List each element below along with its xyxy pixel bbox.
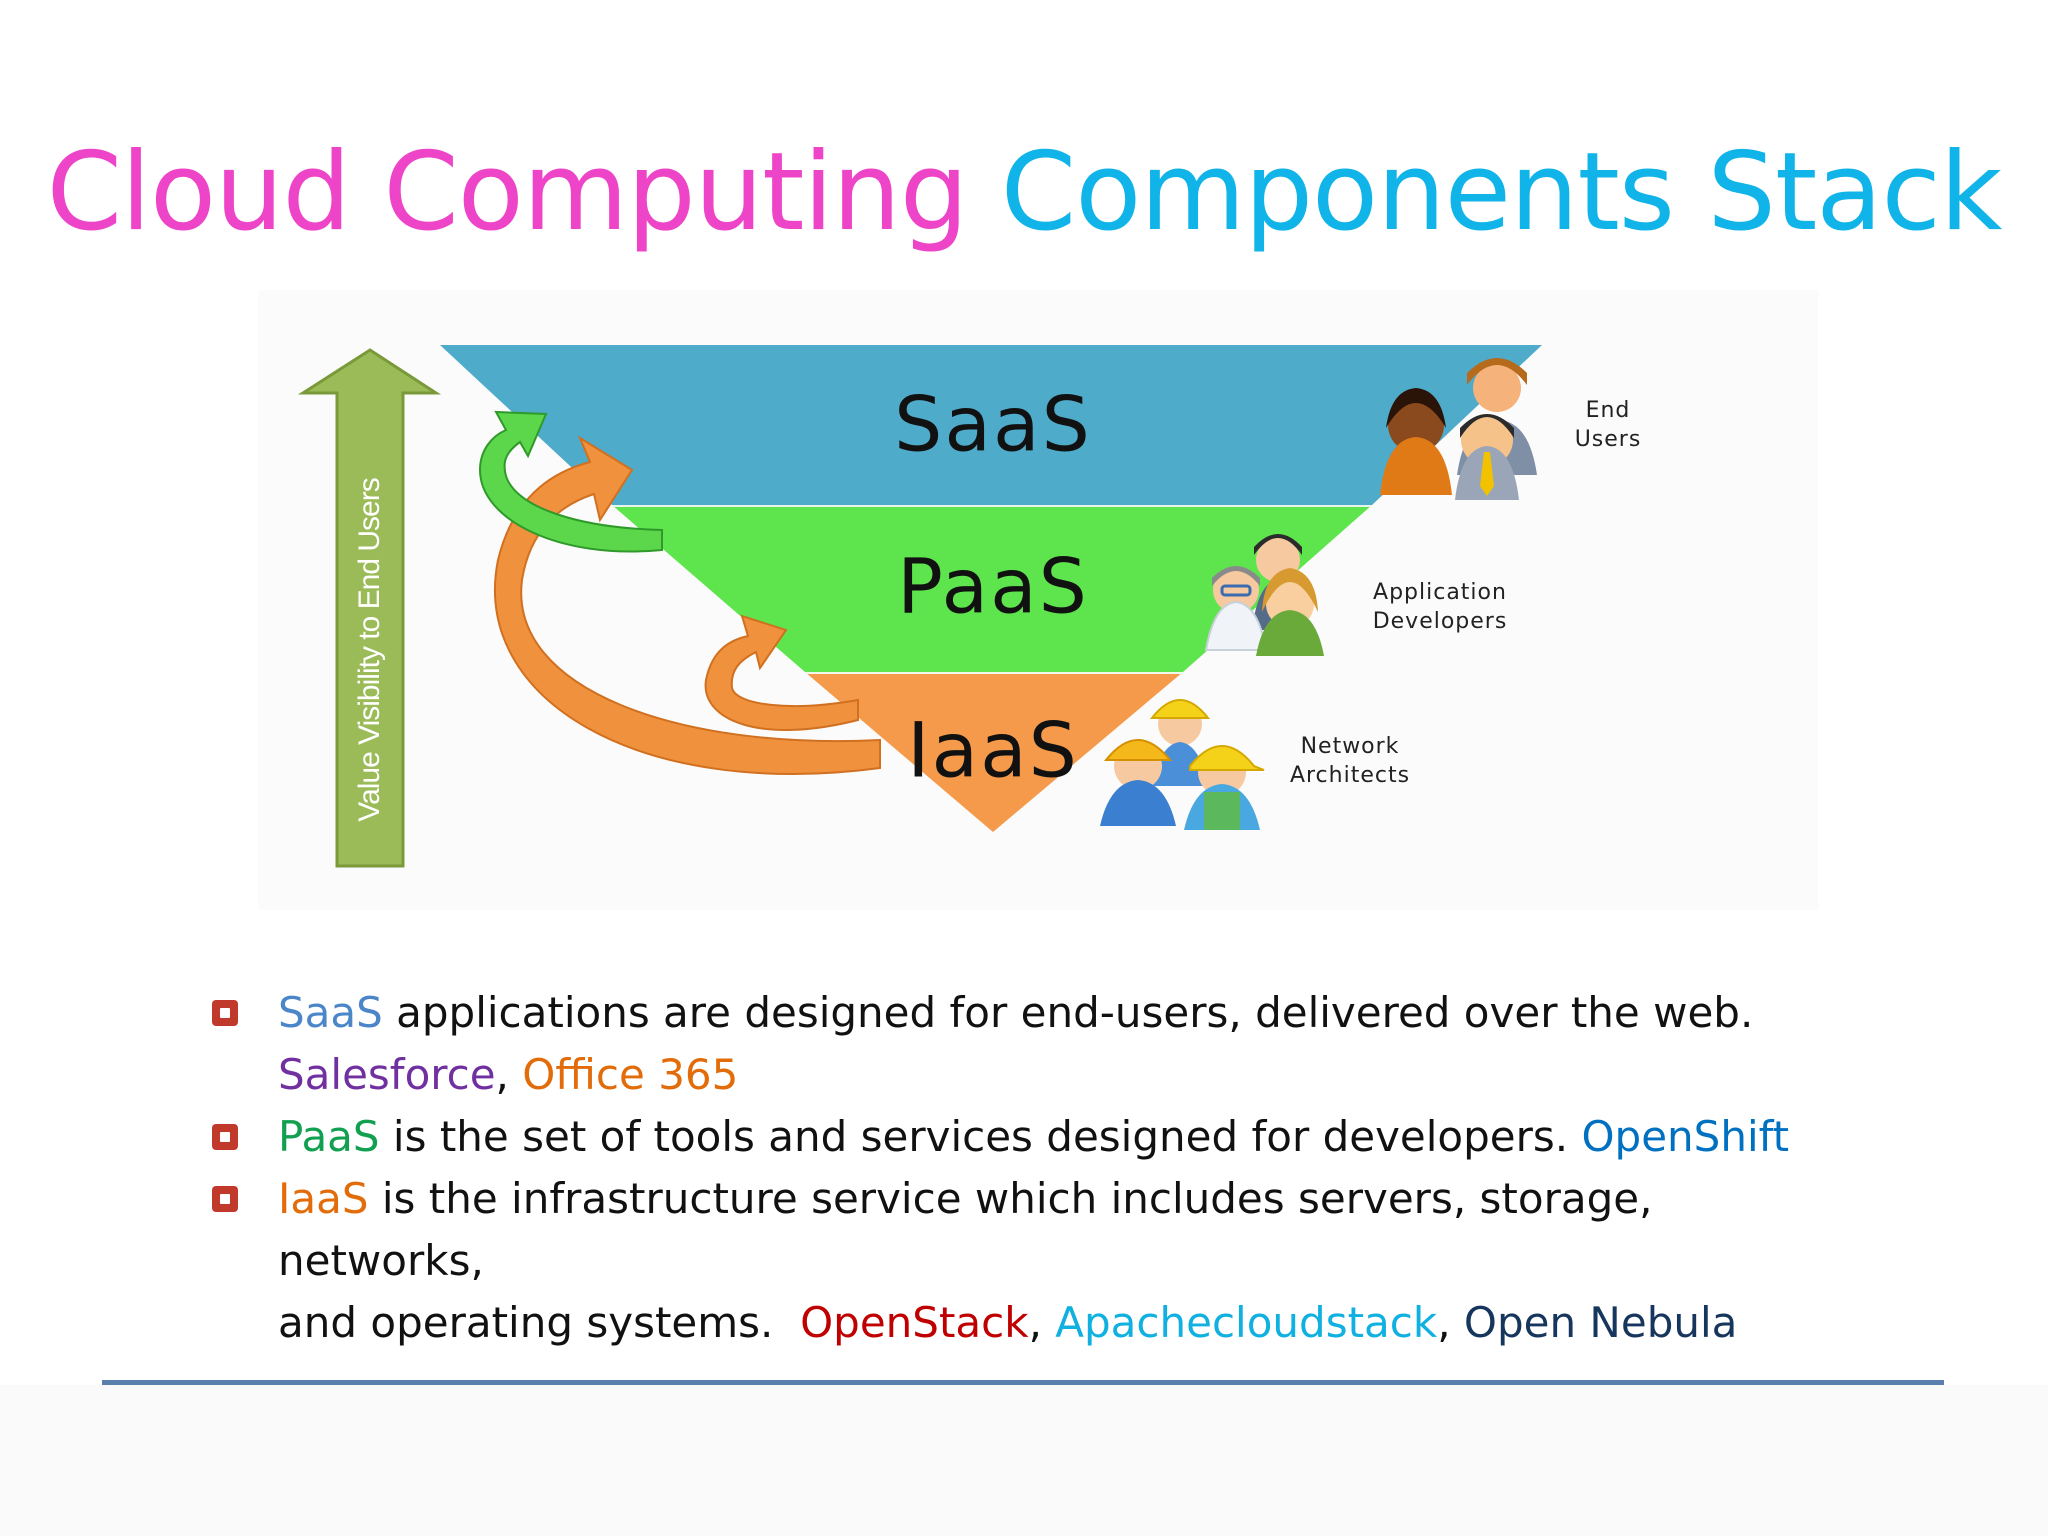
role-architects-line2: Architects [1289, 763, 1411, 788]
axis-label: Value Visibility to End Users [353, 478, 386, 822]
bullet-iaas-text-2: and operating systems. [278, 1298, 801, 1347]
role-developers-line2: Developers [1372, 609, 1508, 634]
slide-title: Cloud Computing Components Stack [0, 128, 2048, 258]
cloud-stack-diagram [297, 345, 1542, 868]
bullet-square-icon [212, 1000, 238, 1026]
title-part-1: Cloud Computing [46, 130, 969, 255]
bullet-paas-text: is the set of tools and services designe… [379, 1112, 1582, 1161]
separator-comma: , [1028, 1298, 1056, 1347]
role-architects-line1: Network [1300, 734, 1400, 759]
role-developers-line1: Application [1373, 580, 1507, 605]
role-network-architects: Network Architects [1290, 732, 1410, 790]
saas-label: SaaS [894, 379, 1092, 469]
end-users-icon [1380, 358, 1537, 500]
saas-layer [440, 345, 1542, 505]
role-end-users-line2: Users [1574, 427, 1642, 452]
value-visibility-arrow [297, 348, 442, 868]
example-salesforce: Salesforce [278, 1050, 496, 1099]
bullet-paas-term: PaaS [278, 1112, 380, 1161]
example-office-365: Office 365 [522, 1050, 739, 1099]
example-apachecloudstack: Apachecloudstack [1055, 1298, 1438, 1347]
paas-layer [612, 505, 1372, 672]
separator-comma: , [1437, 1298, 1464, 1347]
bullet-saas: SaaS applications are designed for end-u… [210, 982, 1850, 1106]
bullet-square-icon [212, 1124, 238, 1150]
architects-icon [1100, 699, 1265, 830]
title-part-2: Components Stack [1000, 130, 2003, 255]
iaas-to-paas-arrow [704, 614, 859, 731]
bullet-saas-term: SaaS [278, 988, 383, 1037]
bullet-iaas-text: is the infrastructure service which incl… [278, 1174, 1653, 1285]
role-end-users: End Users [1575, 396, 1642, 454]
bullet-paas: PaaS is the set of tools and services de… [210, 1106, 1850, 1168]
example-openstack: OpenStack [800, 1298, 1029, 1347]
footer-divider [102, 1380, 1944, 1385]
iaas-layer [805, 672, 1183, 832]
bullet-list: SaaS applications are designed for end-u… [210, 982, 1850, 1354]
developers-icon [1204, 534, 1324, 656]
example-openshift: OpenShift [1581, 1112, 1790, 1161]
paas-to-saas-arrow [478, 410, 663, 553]
separator-comma: , [495, 1050, 523, 1099]
bullet-iaas-term: IaaS [278, 1174, 369, 1223]
role-application-developers: Application Developers [1373, 578, 1508, 636]
bullet-saas-text: applications are designed for end-users,… [382, 988, 1754, 1037]
paas-label: PaaS [897, 541, 1089, 631]
example-open-nebula: Open Nebula [1463, 1298, 1738, 1347]
footer-area [0, 1385, 2048, 1536]
iaas-label: IaaS [907, 705, 1079, 795]
role-end-users-line1: End [1585, 398, 1631, 423]
iaas-to-saas-arrow [494, 435, 881, 775]
bullet-iaas: IaaS is the infrastructure service which… [210, 1168, 1850, 1354]
bullet-square-icon [212, 1186, 238, 1212]
